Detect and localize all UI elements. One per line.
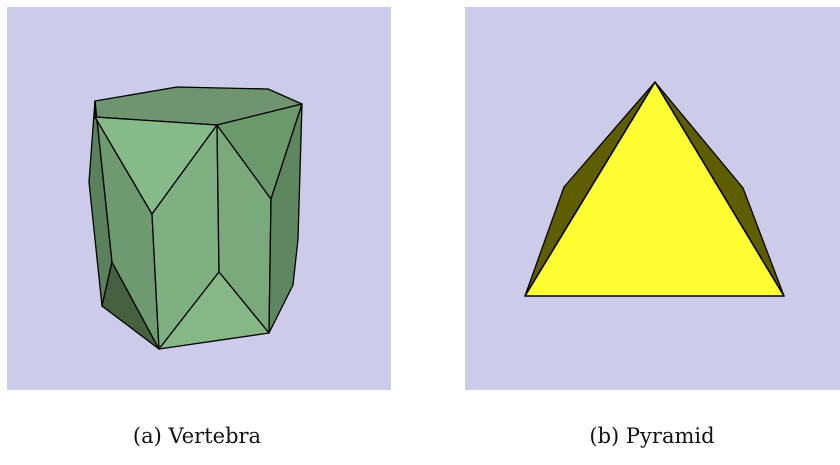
vertebra-bottom-front-face <box>158 271 270 350</box>
figure-b-caption: (b) Pyramid <box>589 424 715 448</box>
vertebra-render <box>88 86 303 350</box>
vertebra-panel <box>7 7 391 390</box>
pyramid-front-face <box>524 81 785 297</box>
vertebra-right-side-face <box>268 103 303 334</box>
figure-a-caption: (a) Vertebra <box>132 424 262 448</box>
pyramid-render <box>524 81 785 297</box>
pyramid-panel <box>465 7 840 390</box>
